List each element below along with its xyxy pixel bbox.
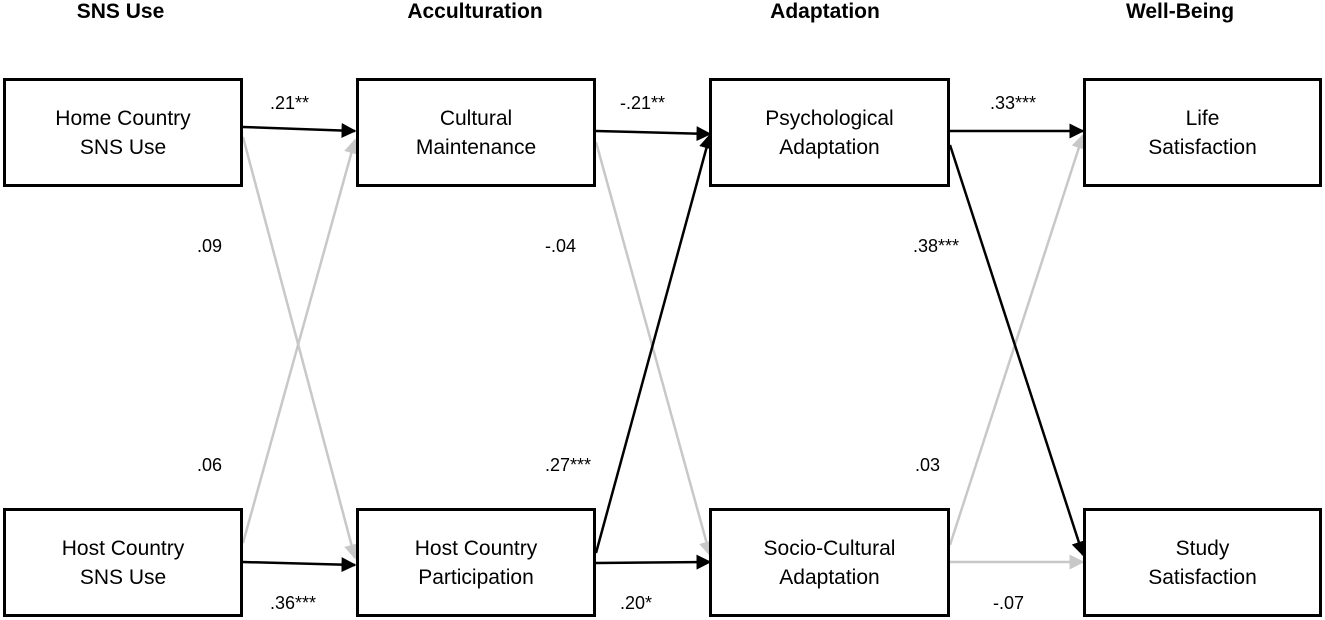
box-socio-cultural-adaptation: Socio-Cultural Adaptation bbox=[709, 508, 950, 617]
box-label-line2: Satisfaction bbox=[1148, 565, 1257, 589]
header-acculturation: Acculturation bbox=[407, 0, 543, 23]
box-life-satisfaction: Life Satisfaction bbox=[1083, 78, 1322, 187]
coef-cultural-to-socio: -.04 bbox=[545, 236, 577, 256]
path-host-to-cultural bbox=[241, 138, 359, 544]
box-psychological-adaptation: Psychological Adaptation bbox=[709, 78, 950, 187]
header-well-being: Well-Being bbox=[1125, 0, 1235, 23]
coef-socio-to-study: -.07 bbox=[993, 593, 1025, 613]
box-label-line2: Participation bbox=[418, 565, 534, 589]
path-hostpart-to-socio bbox=[595, 554, 712, 570]
path-hostpart-to-psych bbox=[594, 133, 714, 554]
box-label-line1: Study bbox=[1175, 536, 1230, 560]
coef-host-to-hostpart: .36*** bbox=[270, 593, 317, 613]
coef-home-to-cultural: .21** bbox=[270, 93, 310, 113]
box-home-country-sns-use: Home Country SNS Use bbox=[3, 78, 243, 187]
path-psych-to-study bbox=[948, 144, 1086, 557]
box-label-line1: Life bbox=[1185, 106, 1220, 130]
path-cultural-to-psych bbox=[595, 126, 712, 142]
coef-host-to-cultural: .06 bbox=[197, 455, 223, 475]
coef-psych-to-study: .38*** bbox=[913, 236, 960, 256]
box-host-country-sns-use: Host Country SNS Use bbox=[3, 508, 243, 617]
path-socio-to-life bbox=[948, 133, 1086, 546]
box-label-line1: Psychological bbox=[765, 106, 894, 130]
header-sns-use: SNS Use bbox=[76, 0, 165, 23]
box-label-line1: Socio-Cultural bbox=[763, 536, 896, 560]
coef-hostpart-to-socio: .20* bbox=[620, 593, 653, 613]
box-host-country-participation: Host Country Participation bbox=[356, 508, 596, 617]
box-label-line1: Host Country bbox=[414, 536, 538, 560]
box-label-line1: Host Country bbox=[61, 536, 185, 560]
coef-hostpart-to-psych: .27*** bbox=[545, 455, 592, 475]
path-home-to-cultural bbox=[242, 123, 357, 139]
header-adaptation: Adaptation bbox=[770, 0, 880, 23]
box-label-line2: SNS Use bbox=[79, 565, 167, 589]
path-home-to-hostpart bbox=[241, 136, 359, 560]
box-label-line2: Adaptation bbox=[779, 565, 880, 589]
coef-socio-to-life: .03 bbox=[915, 455, 941, 475]
coef-psych-to-life: .33*** bbox=[990, 93, 1037, 113]
box-label-line2: Adaptation bbox=[779, 135, 880, 159]
box-label-line2: Maintenance bbox=[415, 135, 537, 159]
coef-home-to-hostpart: .09 bbox=[197, 236, 223, 256]
box-study-satisfaction: Study Satisfaction bbox=[1083, 508, 1322, 617]
box-label-line1: Cultural bbox=[439, 106, 513, 130]
path-host-to-hostpart bbox=[242, 557, 357, 573]
box-label-line1: Home Country bbox=[55, 106, 191, 130]
box-label-line2: SNS Use bbox=[79, 135, 167, 159]
coef-cultural-to-psych: -.21** bbox=[620, 93, 666, 113]
box-label-line2: Satisfaction bbox=[1148, 135, 1257, 159]
box-cultural-maintenance: Cultural Maintenance bbox=[356, 78, 596, 187]
